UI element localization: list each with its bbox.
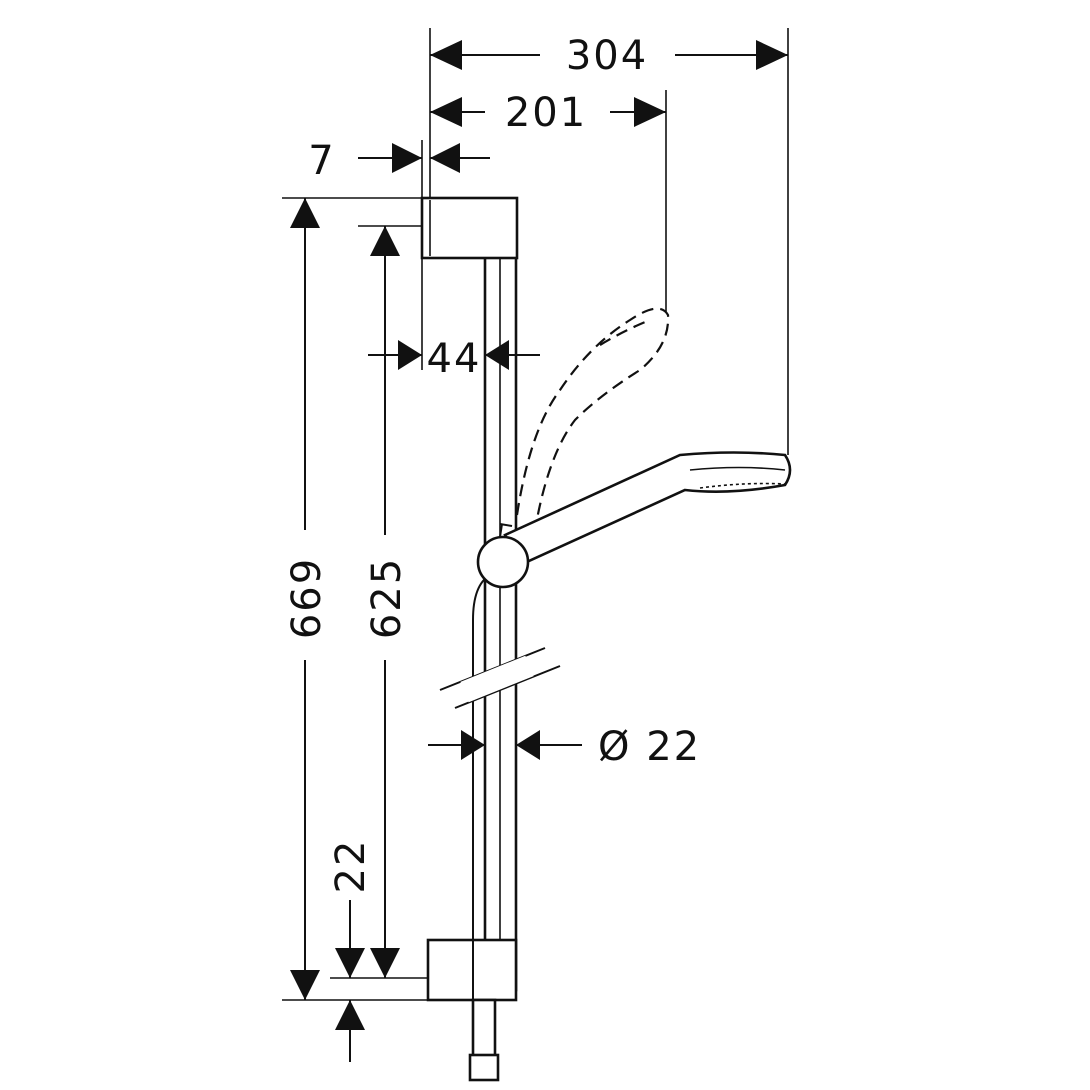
dimension-diameter-22 bbox=[428, 730, 582, 760]
dimension-304 bbox=[430, 40, 788, 70]
hose-end bbox=[468, 998, 500, 1082]
label-rail-length: 625 bbox=[364, 557, 410, 639]
rail-bar bbox=[483, 253, 518, 992]
shower-head-alt-position bbox=[515, 307, 670, 531]
label-rail-diameter: Ø 22 bbox=[598, 724, 701, 770]
dimension-labels: 304 201 7 44 669 625 22 Ø 22 bbox=[284, 33, 701, 894]
rail-break-symbol bbox=[439, 647, 561, 709]
label-total-height: 669 bbox=[284, 557, 330, 639]
label-bottom-offset: 22 bbox=[328, 839, 374, 894]
label-bar-offset: 44 bbox=[427, 336, 482, 382]
shower-head bbox=[503, 451, 792, 567]
dimension-669 bbox=[290, 198, 320, 1000]
dimension-625 bbox=[370, 226, 400, 978]
shower-set bbox=[420, 196, 792, 1082]
label-wall-offset: 7 bbox=[308, 138, 335, 184]
label-head-reach: 201 bbox=[505, 90, 587, 136]
dimension-7 bbox=[358, 143, 490, 173]
dimension-lines bbox=[282, 28, 789, 1062]
slider-holder-knob bbox=[476, 523, 530, 589]
label-total-reach: 304 bbox=[566, 33, 648, 79]
top-wall-bracket bbox=[420, 196, 519, 260]
dimension-201 bbox=[430, 97, 666, 127]
dimension-22-offset bbox=[335, 900, 365, 1062]
dimension-44 bbox=[368, 340, 540, 370]
